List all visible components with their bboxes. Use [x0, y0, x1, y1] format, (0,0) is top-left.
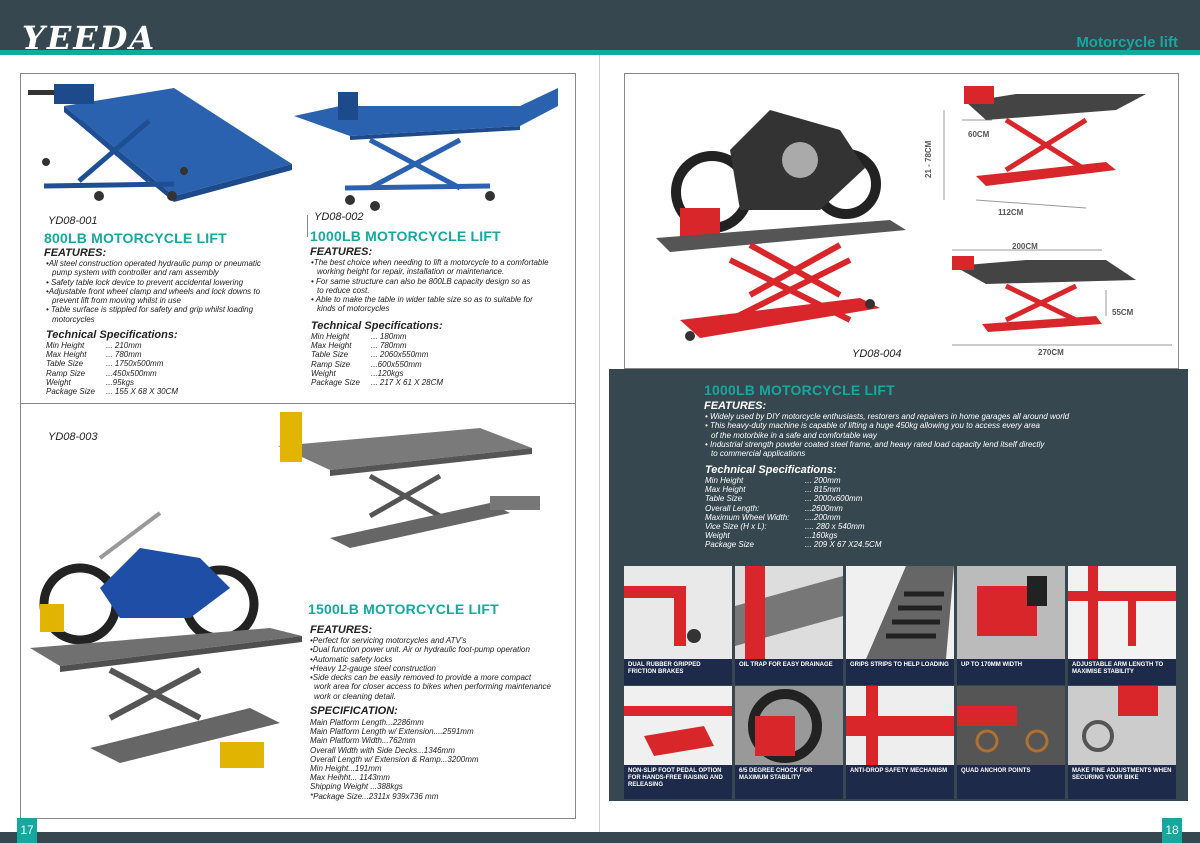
page-number-left: 17 [17, 818, 37, 843]
feature-tile: ANTI-DROP SAFETY MECHANISM [846, 686, 954, 799]
features-label: FEATURES: [44, 247, 107, 259]
product-code: YD08-003 [48, 431, 98, 443]
dim-label-55: 55CM [1112, 308, 1134, 317]
product-title: 1500LB MOTORCYCLE LIFT [308, 601, 499, 617]
feature-tile: QUAD ANCHOR POINTS [957, 686, 1065, 799]
specs-list: Main Platform Length...2286mm Main Platf… [310, 718, 479, 801]
feature-tile: NON-SLIP FOOT PEDAL OPTION FOR HANDS-FRE… [624, 686, 732, 799]
product-image-yd08-003-bike [30, 508, 310, 808]
specs-label: Technical Specifications: [311, 320, 443, 332]
product-image-yd08-003-table [270, 408, 546, 558]
dim-label-112: 112CM [998, 208, 1024, 217]
product-image-yd08-001 [24, 76, 300, 212]
product-title: 800LB MOTORCYCLE LIFT [44, 230, 227, 246]
product-title: 1000LB MOTORCYCLE LIFT [704, 382, 895, 398]
header-accent-line [0, 50, 1200, 55]
tile-caption: ANTI-DROP SAFETY MECHANISM [846, 765, 954, 799]
left-box-vline [307, 215, 308, 237]
left-box-divider [20, 403, 576, 404]
specs-label: SPECIFICATION: [310, 705, 398, 717]
dim-label-200: 200CM [1012, 242, 1038, 251]
specs-list: Min Height... 200mm Max Height... 815mm … [705, 476, 882, 550]
tile-caption: QUAD ANCHOR POINTS [957, 765, 1065, 799]
product-title: 1000LB MOTORCYCLE LIFT [310, 228, 501, 244]
tile-caption: 6/5 DEGREE CHOCK FOR MAXIMUM STABILITY [735, 765, 843, 799]
product-image-yd08-004 [650, 80, 920, 362]
brand-logo: YEEDA [22, 22, 157, 52]
right-image-box [624, 73, 1179, 369]
features-label: FEATURES: [310, 624, 373, 636]
product-code: YD08-002 [314, 211, 364, 223]
feature-tile: 6/5 DEGREE CHOCK FOR MAXIMUM STABILITY [735, 686, 843, 799]
tile-image [1068, 686, 1176, 765]
header-bar [0, 0, 1200, 52]
features-label: FEATURES: [310, 246, 373, 258]
tile-caption: OIL TRAP FOR EASY DRAINAGE [735, 659, 843, 685]
dim-label-height: 21 - 78CM [924, 140, 933, 178]
tile-caption: UP TO 170MM WIDTH [957, 659, 1065, 685]
feature-tile: MAKE FINE ADJUSTMENTS WHEN SECURING YOUR… [1068, 686, 1176, 799]
dimension-drawing [926, 80, 1176, 362]
tile-caption: MAKE FINE ADJUSTMENTS WHEN SECURING YOUR… [1068, 765, 1176, 799]
specs-list: Min Height... 180mm Max Height... 780mm … [311, 332, 444, 388]
page-number-right: 18 [1162, 818, 1182, 843]
tile-image [846, 686, 954, 765]
tile-image [735, 566, 843, 659]
tile-image [1068, 566, 1176, 659]
features-list: •Perfect for servicing motorcycles and A… [310, 636, 551, 701]
feature-tile: OIL TRAP FOR EASY DRAINAGE [735, 566, 843, 685]
tile-caption: ADJUSTABLE ARM LENGTH TO MAXIMISE STABIL… [1068, 659, 1176, 685]
left-product-box [20, 73, 576, 819]
product-code: YD08-001 [48, 215, 98, 227]
features-list: • Widely used by DIY motorcycle enthusia… [705, 412, 1070, 459]
feature-tile: GRIPS STRIPS TO HELP LOADING [846, 566, 954, 685]
features-list: •All steel construction operated hydraul… [46, 259, 261, 324]
specs-label: Technical Specifications: [705, 464, 837, 476]
tile-image [957, 566, 1065, 659]
specs-list: Min Height... 210mm Max Height... 780mm … [46, 341, 179, 397]
feature-tile: UP TO 170MM WIDTH [957, 566, 1065, 685]
feature-tile: DUAL RUBBER GRIPPED FRICTION BRAKES [624, 566, 732, 685]
tile-image [957, 686, 1065, 765]
tile-caption: GRIPS STRIPS TO HELP LOADING [846, 659, 954, 685]
features-label: FEATURES: [704, 400, 767, 412]
dim-label-60: 60CM [968, 130, 990, 139]
section-title: Motorcycle lift [1076, 34, 1178, 51]
features-list: •The best choice when needing to lift a … [311, 258, 549, 314]
tile-image [846, 566, 954, 659]
feature-tile: ADJUSTABLE ARM LENGTH TO MAXIMISE STABIL… [1068, 566, 1176, 685]
tile-image [624, 686, 732, 765]
dim-label-270: 270CM [1038, 348, 1064, 357]
product-image-yd08-002 [290, 88, 570, 212]
footer-bar [0, 832, 1200, 843]
tile-caption: NON-SLIP FOOT PEDAL OPTION FOR HANDS-FRE… [624, 765, 732, 799]
tile-caption: DUAL RUBBER GRIPPED FRICTION BRAKES [624, 659, 732, 685]
specs-label: Technical Specifications: [46, 329, 178, 341]
tile-image [735, 686, 843, 765]
product-code: YD08-004 [852, 348, 902, 360]
page-spine [599, 55, 600, 832]
tile-image [624, 566, 732, 659]
